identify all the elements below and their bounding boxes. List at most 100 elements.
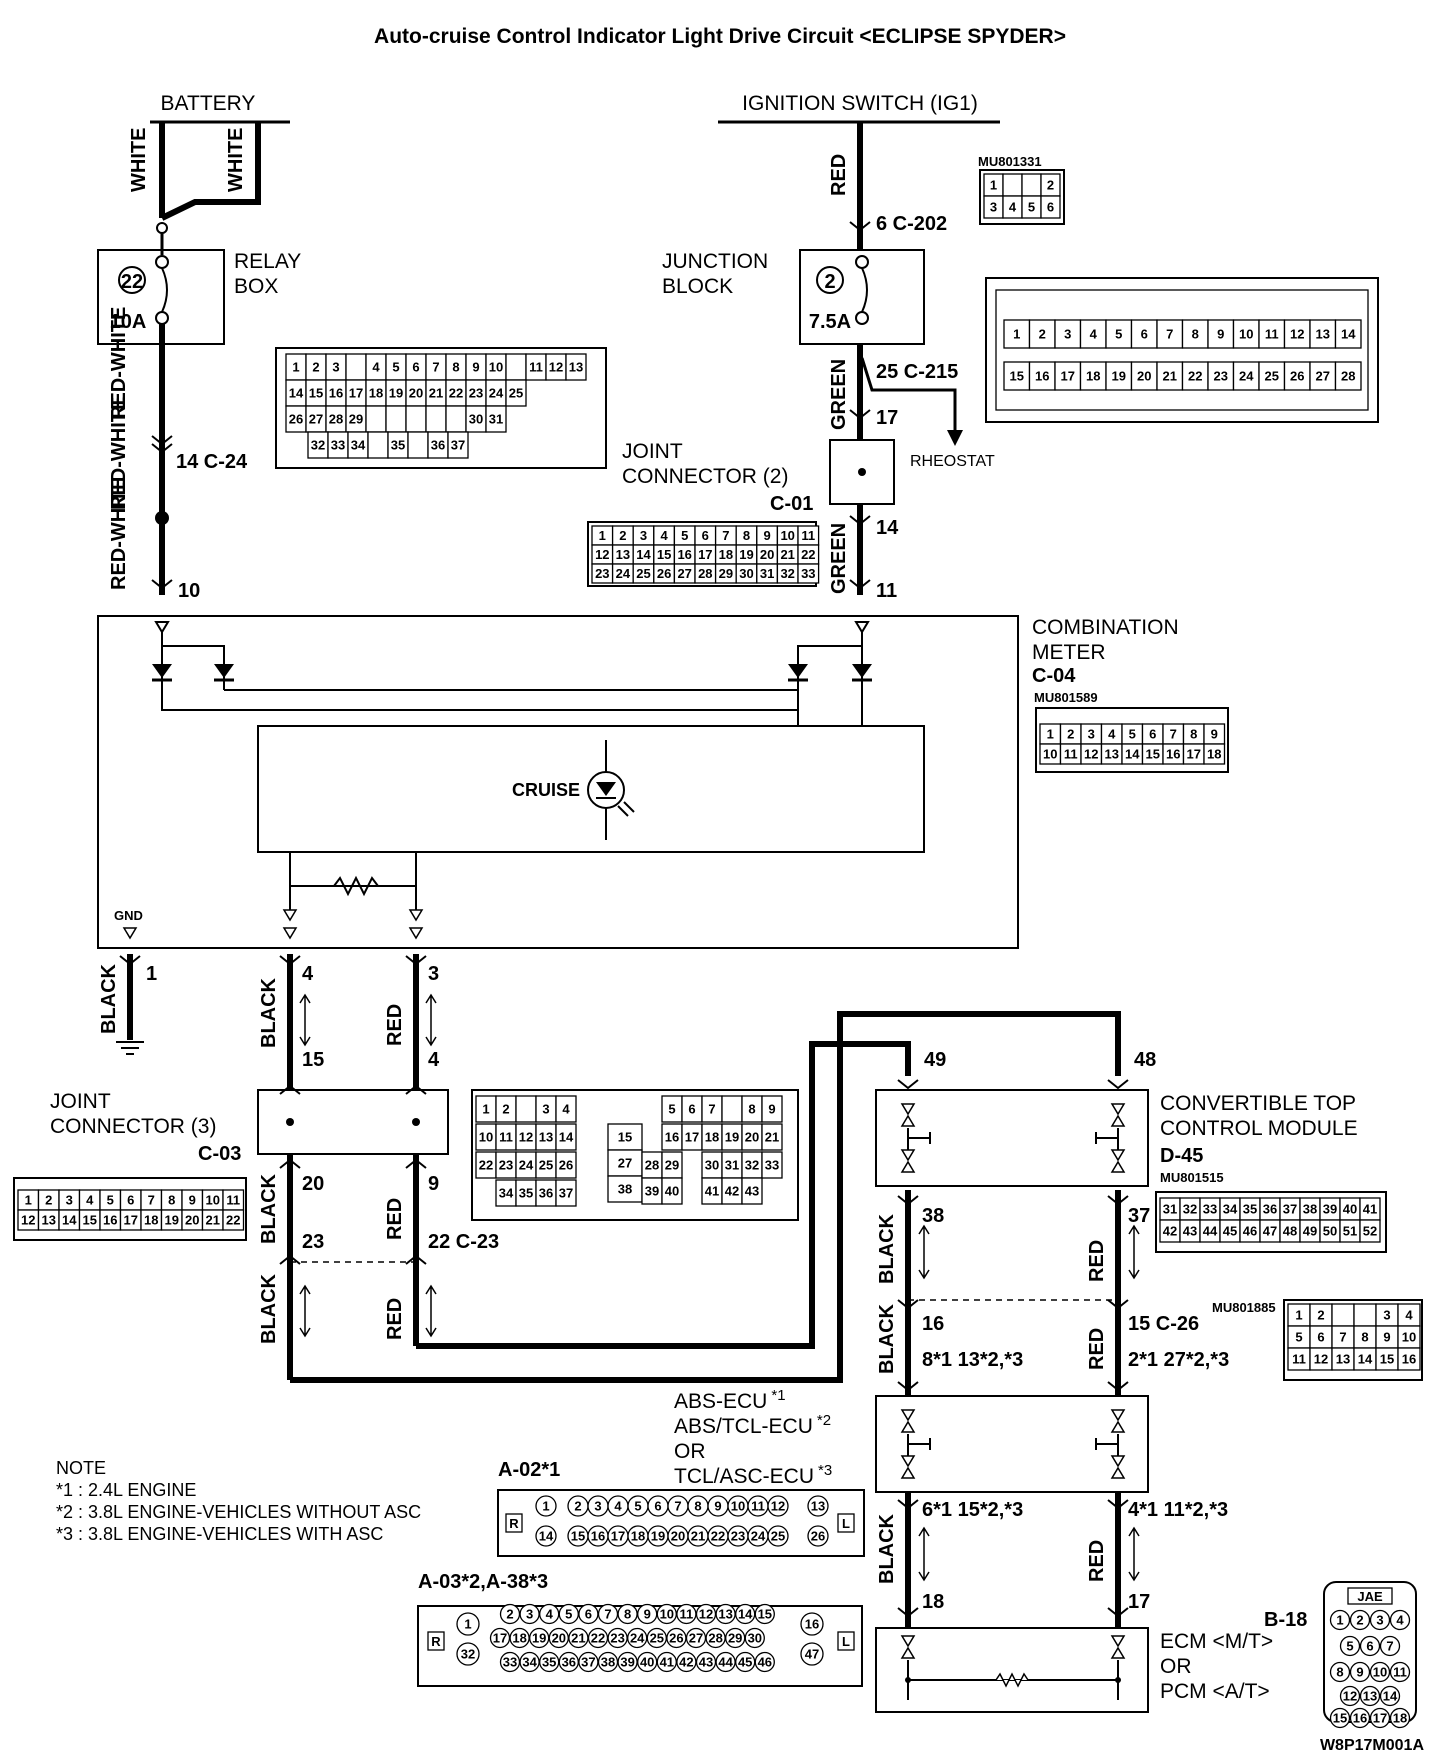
svg-text:18: 18 xyxy=(1086,369,1100,384)
svg-text:18: 18 xyxy=(631,1529,645,1544)
svg-text:4: 4 xyxy=(660,528,668,543)
svg-text:3: 3 xyxy=(332,360,339,375)
svg-text:12: 12 xyxy=(21,1213,35,1228)
svg-text:9: 9 xyxy=(472,360,479,375)
wire-color-green-1: GREEN xyxy=(828,359,850,430)
svg-text:45: 45 xyxy=(1223,1224,1237,1239)
svg-text:32: 32 xyxy=(461,1647,475,1662)
svg-text:32: 32 xyxy=(1183,1202,1197,1217)
svg-text:11: 11 xyxy=(1265,327,1279,342)
svg-text:31: 31 xyxy=(1163,1202,1177,1217)
svg-text:19: 19 xyxy=(165,1213,179,1228)
svg-text:2: 2 xyxy=(619,528,626,543)
svg-text:31: 31 xyxy=(760,566,774,581)
jb-fuse-icon xyxy=(861,267,868,313)
svg-text:47: 47 xyxy=(1263,1224,1277,1239)
meter-line2: METER xyxy=(1032,641,1106,664)
wire-color-red-white-1: RED-WHITE xyxy=(108,307,130,420)
svg-text:5: 5 xyxy=(634,1499,641,1514)
svg-text:6: 6 xyxy=(127,1193,134,1208)
svg-text:28: 28 xyxy=(1341,369,1355,384)
svg-text:34: 34 xyxy=(522,1655,537,1670)
wire-color-black-6: BLACK xyxy=(876,1513,898,1584)
svg-text:39: 39 xyxy=(1323,1202,1337,1217)
svg-text:48: 48 xyxy=(1283,1224,1297,1239)
svg-text:1: 1 xyxy=(990,178,997,193)
svg-text:35: 35 xyxy=(542,1655,556,1670)
svg-text:46: 46 xyxy=(758,1655,772,1670)
relay-box-line1: RELAY xyxy=(234,250,301,273)
relay-fuse-rating: 10A xyxy=(110,311,147,333)
svg-text:8: 8 xyxy=(452,360,459,375)
svg-text:13: 13 xyxy=(1105,747,1119,762)
svg-text:2: 2 xyxy=(1047,178,1054,193)
svg-text:15: 15 xyxy=(1333,1711,1347,1726)
ecm-line2: OR xyxy=(1160,1655,1192,1678)
meter-pin-battery: 10 xyxy=(178,580,200,602)
svg-text:37: 37 xyxy=(1283,1202,1297,1217)
ctm-pin-right: 48 xyxy=(1134,1049,1156,1071)
abs-line3: OR xyxy=(674,1440,706,1463)
wire-color-red-2: RED xyxy=(384,1198,406,1240)
svg-text:1: 1 xyxy=(1047,727,1054,742)
svg-text:12: 12 xyxy=(1314,1352,1328,1367)
svg-text:12: 12 xyxy=(1343,1689,1357,1704)
svg-text:9: 9 xyxy=(1356,1665,1363,1680)
svg-text:32: 32 xyxy=(745,1158,759,1173)
jc2-line2: CONNECTOR (2) xyxy=(622,465,788,488)
c215-pin: 25 C-215 xyxy=(876,361,958,383)
svg-text:27: 27 xyxy=(309,412,323,427)
svg-text:34: 34 xyxy=(1223,1202,1238,1217)
svg-text:7: 7 xyxy=(1386,1639,1393,1654)
svg-text:43: 43 xyxy=(1183,1224,1197,1239)
svg-text:51: 51 xyxy=(1343,1224,1357,1239)
svg-text:34: 34 xyxy=(351,438,366,453)
wire-color-red-ig: RED xyxy=(828,154,850,196)
a03-label: A-03*2,A-38*3 xyxy=(418,1571,548,1593)
svg-text:*1 : 2.4L ENGINE: *1 : 2.4L ENGINE xyxy=(56,1480,196,1500)
svg-text:11: 11 xyxy=(751,1499,765,1514)
svg-text:11: 11 xyxy=(1064,747,1078,762)
svg-text:27: 27 xyxy=(689,1631,703,1646)
ecm-resistor-icon xyxy=(995,1672,1029,1688)
svg-text:36: 36 xyxy=(1263,1202,1277,1217)
svg-text:14: 14 xyxy=(62,1213,77,1228)
svg-text:16: 16 xyxy=(1353,1711,1367,1726)
svg-text:27: 27 xyxy=(1316,369,1330,384)
svg-text:40: 40 xyxy=(1343,1202,1357,1217)
rheostat-arrow-icon xyxy=(947,430,963,446)
svg-text:1: 1 xyxy=(1336,1613,1343,1628)
svg-text:24: 24 xyxy=(630,1631,645,1646)
svg-text:3: 3 xyxy=(1383,1308,1390,1323)
meter-part: MU801589 xyxy=(1034,690,1098,705)
relay-terminal-top xyxy=(156,222,168,234)
c26-b2: 2*1 27*2,*3 xyxy=(1128,1349,1229,1371)
svg-text:10: 10 xyxy=(479,1130,493,1145)
svg-text:3: 3 xyxy=(542,1102,549,1117)
svg-text:32: 32 xyxy=(780,566,794,581)
svg-text:17: 17 xyxy=(1373,1711,1387,1726)
gnd-label: GND xyxy=(114,908,143,923)
meter-pin10-mark xyxy=(151,579,173,590)
wire-color-black-4: BLACK xyxy=(876,1213,898,1284)
svg-text:11: 11 xyxy=(801,528,815,543)
svg-text:14: 14 xyxy=(636,547,651,562)
svg-text:35: 35 xyxy=(519,1186,533,1201)
wire-color-red-1: RED xyxy=(384,1004,406,1046)
svg-text:36: 36 xyxy=(539,1186,553,1201)
relay-fuse-no: 22 xyxy=(121,271,143,293)
wire-color-red-3: RED xyxy=(384,1298,406,1340)
svg-text:34: 34 xyxy=(499,1186,514,1201)
svg-text:13: 13 xyxy=(811,1499,825,1514)
svg-text:2: 2 xyxy=(1067,727,1074,742)
c03-out-a: 20 xyxy=(302,1173,324,1195)
svg-text:21: 21 xyxy=(691,1529,705,1544)
svg-text:21: 21 xyxy=(765,1130,779,1145)
svg-text:12: 12 xyxy=(699,1607,713,1622)
svg-text:26: 26 xyxy=(289,412,303,427)
svg-text:16: 16 xyxy=(1166,747,1180,762)
svg-text:2: 2 xyxy=(574,1499,581,1514)
svg-text:12: 12 xyxy=(595,547,609,562)
